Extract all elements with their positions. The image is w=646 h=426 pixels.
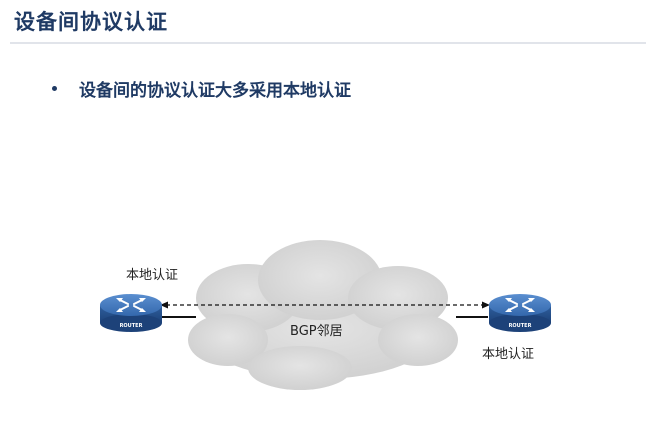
bullet-item: 设备间的协议认证大多采用本地认证 [52, 76, 351, 101]
bullet-text: 设备间的协议认证大多采用本地认证 [79, 81, 351, 101]
bgp-cloud [188, 240, 458, 390]
bullet-dot-icon [52, 86, 57, 91]
left-router-badge: ROUTER [120, 323, 143, 329]
title-divider [10, 42, 646, 44]
bgp-neighbor-label: BGP邻居 [290, 324, 343, 339]
right-router-badge: ROUTER [509, 323, 532, 329]
bgp-peering-arrow [160, 301, 490, 309]
left-router-icon[interactable]: ROUTER [100, 294, 162, 332]
left-router-label: 本地认证 [126, 268, 179, 283]
right-router-label: 本地认证 [482, 347, 535, 362]
right-router-icon[interactable]: ROUTER [489, 294, 551, 332]
page-title: 设备间协议认证 [14, 10, 168, 34]
